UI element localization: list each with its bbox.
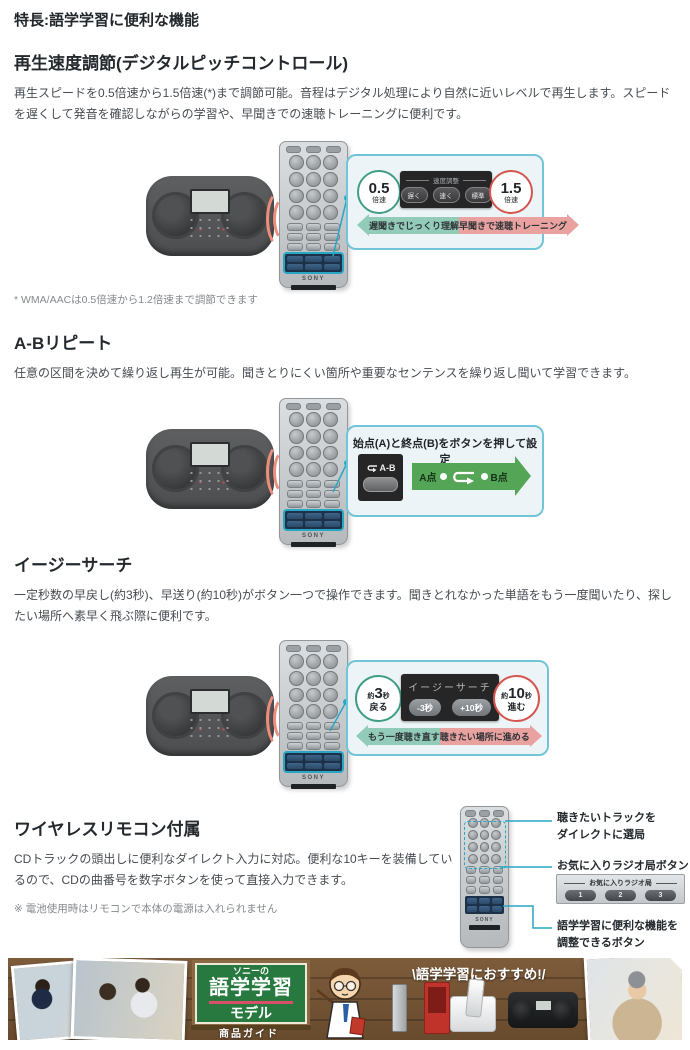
teacher-illustration	[316, 968, 366, 1039]
cd-radio-keys	[187, 216, 233, 242]
section-body-easy-search: 一定秒数の早戻し(約3秒)、早送り(約10秒)がボタン一つで操作できます。聞きと…	[14, 588, 672, 623]
favorite-radio-panel: お気に入りラジオ局 1 2 3	[556, 874, 685, 904]
section-heading-remote: ワイヤレスリモコン付属	[14, 820, 201, 839]
numpad-highlight-box	[464, 821, 506, 869]
cd-radio-illustration	[146, 176, 274, 256]
jump-forward-arrow: 聴きたい場所に進める	[439, 725, 542, 747]
remote-numpad	[289, 155, 338, 221]
section-heading-speed: 再生速度調節(デジタルピッチコントロール)	[14, 54, 348, 73]
minus-3s-button: -3秒	[409, 699, 442, 716]
plus-10s-button: +10秒	[452, 699, 491, 716]
remote-search-buttons-highlight	[285, 753, 342, 772]
speed-panel-buttons: 遅く 速く 標準	[400, 187, 492, 203]
board-main-text: 語学学習	[209, 977, 293, 1004]
repeat-loop-icon	[367, 465, 377, 472]
brand-label: SONY	[301, 775, 325, 782]
easy-search-panel: イージーサーチ -3秒 +10秒	[401, 674, 499, 721]
section-body-speed: 再生スピードを0.5倍速から1.5倍速(*)まで調節可能。音程はデジタル処理によ…	[14, 86, 671, 121]
product-cd-radio	[508, 992, 578, 1028]
speed-control-panel: 速度調整 遅く 速く 標準	[400, 171, 492, 208]
brand-label: SONY	[301, 276, 325, 283]
remote-top-buttons	[286, 146, 341, 154]
remote-callout-illustration: SONY 聴きたいトラックをダイレクトに選局 お気に入りラジオ局ボタン お気に入…	[0, 800, 690, 955]
banner-slogan: \語学学習におすすめ!/	[412, 967, 546, 982]
chalkboard-graphic: ソニーの 語学学習 モデル	[191, 963, 311, 1030]
favorite-radio-panel-title: お気に入りラジオ局	[564, 878, 677, 888]
ab-repeat-key: A-B	[358, 454, 403, 501]
remote-speed-buttons-highlight	[285, 254, 342, 273]
remote-footnote: ※ 電池使用時はリモコンで本体の電源は入れられません	[14, 903, 278, 915]
board-sub-text: モデル	[230, 1004, 272, 1021]
product-ic-recorder	[392, 984, 407, 1032]
chalk-tray	[191, 1025, 311, 1030]
banner-caption: 商品ガイド	[219, 1029, 279, 1040]
speed-panel-title: 速度調整	[406, 175, 486, 185]
preset-1-button: 1	[565, 890, 596, 901]
fast-button: 速く	[432, 187, 460, 203]
page-title: 特長:語学学習に便利な機能	[14, 12, 199, 29]
brand-label: SONY	[475, 917, 494, 924]
ab-key-button	[363, 477, 398, 492]
speed-direction-arrows: 遅聞きでじっくり理解 早聞きで速聴トレーニング	[356, 214, 580, 236]
remote-illustration: SONY	[279, 398, 348, 547]
cd-radio-illustration	[146, 676, 274, 756]
remote-strip	[290, 284, 337, 290]
callout-favorite-radio: お気に入りラジオ局ボタン	[557, 860, 689, 872]
remote-oval-buttons	[286, 222, 341, 251]
section-body-ab-repeat: 任意の区間を決めて繰り返し再生が可能。聞きとりにくい箇所や重要なセンテンスを繰り…	[14, 366, 636, 380]
section-heading-ab-repeat: A-Bリピート	[14, 334, 113, 353]
banner-photo-lesson	[70, 958, 188, 1040]
product-recorder-dock	[450, 978, 496, 1032]
ab-diagram-title: 始点(A)と終点(B)をボタンを押して設定	[352, 438, 538, 466]
easy-search-panel-title: イージーサーチ	[408, 683, 492, 694]
board-top-text: ソニーの	[232, 966, 269, 977]
listen-again-arrow: もう一度聴き直す	[356, 725, 440, 747]
search-direction-arrows: もう一度聴き直す 聴きたい場所に進める	[356, 725, 542, 747]
cd-radio-display	[190, 189, 230, 214]
favorite-radio-buttons: 1 2 3	[565, 890, 676, 901]
loop-arrow-icon	[452, 471, 474, 484]
ab-range-arrow: A点 B点	[412, 456, 531, 496]
ab-repeat-illustration: SONY 始点(A)と終点(B)をボタンを押して設定 A-B A点 B点	[0, 396, 690, 548]
normal-button: 標準	[464, 187, 492, 203]
easy-search-buttons: -3秒 +10秒	[409, 699, 491, 716]
callout-language-buttons: 語学学習に便利な機能を調整できるボタン	[557, 920, 678, 949]
callout-direct-track: 聴きたいトラックをダイレクトに選局	[557, 812, 656, 841]
slow-button: 遅く	[400, 187, 428, 203]
cd-radio-illustration	[146, 429, 274, 509]
language-learning-banner-link[interactable]: ソニーの 語学学習 モデル 商品ガイド \語学学習におすすめ!/	[8, 958, 682, 1040]
section-heading-easy-search: イージーサーチ	[14, 556, 133, 575]
remote-illustration: SONY	[279, 640, 348, 789]
slow-arrow: 遅聞きでじっくり理解	[356, 214, 460, 236]
remote-language-buttons	[464, 896, 505, 915]
banner-corner-fold	[670, 958, 682, 970]
preset-2-button: 2	[605, 890, 636, 901]
speed-footnote: * WMA/AACは0.5倍速から1.2倍速まで調節できます	[14, 294, 258, 306]
ab-repeat-diagram: 始点(A)と終点(B)をボタンを押して設定 A-B A点 B点	[346, 425, 544, 517]
ab-key-label: A-B	[366, 463, 396, 473]
remote-illustration: SONY	[279, 141, 348, 290]
fast-arrow: 早聞きで速聴トレーニング	[459, 214, 580, 236]
remote-ab-buttons-highlight	[285, 511, 342, 530]
banner-photo-senior	[583, 958, 682, 1040]
preset-3-button: 3	[645, 890, 676, 901]
section-body-remote: CDトラックの頭出しに便利なダイレクト入力に対応。便利な10キーを装備しているの…	[14, 852, 453, 887]
product-walkman	[424, 982, 450, 1034]
brand-label: SONY	[301, 533, 325, 540]
remote-illustration: SONY	[460, 806, 509, 948]
